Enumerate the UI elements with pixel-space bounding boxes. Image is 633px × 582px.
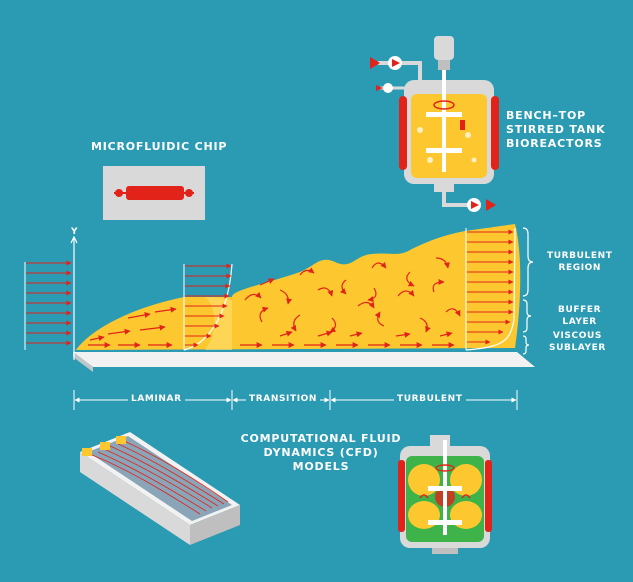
bioreactors-label-line1: BENCH–TOP [506, 109, 586, 122]
viscous-sublayer-line2: SUBLAYER [549, 343, 606, 353]
inlet-velocity-profile [24, 260, 72, 350]
viscous-sublayer-label: VISCOUS SUBLAYER [549, 330, 606, 354]
turbulent-eddies [244, 257, 461, 338]
zone-turbulent: TURBULENT [394, 394, 466, 404]
cfd-label-line3: MODELS [292, 460, 350, 473]
zone-transition: TRANSITION [246, 394, 321, 404]
fluid-boundary-layer [76, 224, 521, 350]
viscous-sublayer-line1: VISCOUS [552, 331, 602, 341]
turbulent-region-line1: TURBULENT [547, 251, 613, 261]
bioreactor-graphic [370, 36, 499, 212]
bioreactors-label: BENCH–TOP STIRRED TANK BIOREACTORS [506, 109, 605, 151]
bioreactors-label-line3: BIOREACTORS [506, 137, 603, 150]
buffer-layer-line2: LAYER [562, 317, 597, 327]
zone-laminar: LAMINAR [128, 394, 185, 404]
region-braces [522, 227, 534, 355]
turbulent-velocity-profile [465, 227, 516, 351]
bioreactors-label-line2: STIRRED TANK [506, 123, 606, 136]
turbulent-region-label: TURBULENT REGION [547, 250, 613, 274]
y-axis-label: Y [71, 227, 78, 237]
flat-plate [73, 352, 535, 367]
microfluidic-chip-graphic [103, 166, 205, 220]
laminar-velocity-profile [183, 263, 233, 351]
laminar-flow-arrows [88, 306, 177, 348]
turbulent-region-line2: REGION [558, 263, 602, 273]
cfd-channel-model [80, 432, 240, 545]
buffer-layer-line1: BUFFER [558, 305, 602, 315]
cfd-models-label: COMPUTATIONAL FLUID DYNAMICS (CFD) MODEL… [214, 432, 428, 474]
cfd-label-line1: COMPUTATIONAL FLUID [240, 432, 402, 445]
cfd-bioreactor-model [398, 435, 492, 554]
microfluidic-chip-label: MICROFLUIDIC CHIP [91, 140, 228, 153]
buffer-layer-label: BUFFER LAYER [558, 304, 601, 328]
cfd-label-line2: DYNAMICS (CFD) [263, 446, 379, 459]
boundary-layer-diagram [24, 224, 535, 410]
